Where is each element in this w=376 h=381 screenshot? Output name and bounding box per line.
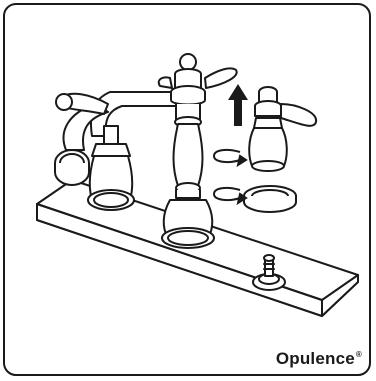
left-lever-handle bbox=[55, 92, 109, 115]
flange-ring bbox=[243, 185, 297, 213]
arrow-up-icon bbox=[228, 84, 248, 126]
registered-mark: ® bbox=[355, 350, 362, 360]
brand-name: Opulence bbox=[275, 349, 355, 368]
valve-stem bbox=[252, 254, 286, 291]
center-column bbox=[157, 53, 238, 249]
rotate-arrow-icon bbox=[212, 148, 248, 168]
brand-logo: Opulence® bbox=[276, 349, 362, 369]
removed-handle bbox=[248, 86, 318, 172]
rotate-arrow-icon-lower bbox=[212, 186, 248, 206]
